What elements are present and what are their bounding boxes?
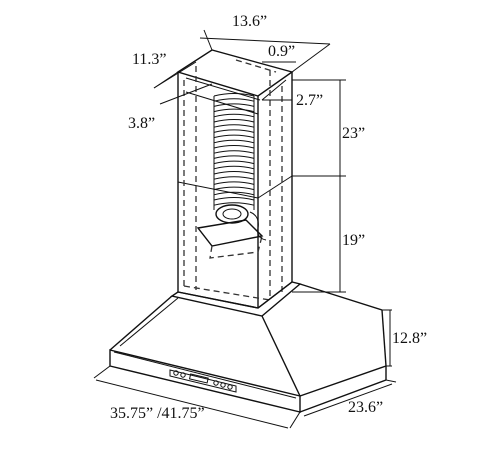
duct-coil-ring [213,98,255,102]
dimension-lines [93,29,397,429]
duct-coil-ring [213,186,255,191]
duct-coil-ring [213,113,255,118]
duct-coil-ring [213,160,255,165]
duct-coil-ring [213,129,255,133]
blower-unit [196,204,267,259]
duct-coil-ring [213,202,255,206]
label-hood-depth: 23.6” [348,399,383,416]
duct-coil-ring [213,165,255,170]
label-upper-chimney-height: 23” [342,125,365,142]
hood-canopy [109,281,387,413]
duct-coil-ring [213,145,255,149]
duct-coil-ring [213,139,255,144]
chimney [176,49,294,309]
dimension-labels: 13.6” 11.3” 0.9” 2.7” 3.8” 23” 19” 12.8”… [110,13,427,422]
duct-coil-ring [213,150,255,154]
label-chimney-width: 13.6” [232,13,267,30]
control-panel [169,369,237,393]
duct-coil-ring [213,171,255,175]
label-chimney-depth: 11.3” [132,51,167,68]
label-top-inset: 2.7” [296,92,323,109]
duct-coil-ring [213,181,255,185]
duct-coil-ring [213,124,255,128]
label-hood-width: 35.75” /41.75” [110,405,205,422]
label-wall-offset: 0.9” [268,43,295,60]
duct-coil-ring [213,134,255,139]
label-side-inset: 3.8” [128,115,155,132]
duct-coil-ring [213,176,255,180]
duct-coil-ring [213,108,255,113]
duct-coil-ring [213,197,255,201]
duct-coil-ring [213,155,255,159]
duct-coil-ring [213,93,255,97]
inner-duct [183,59,283,301]
duct-coil-ring [213,191,255,196]
label-lower-chimney-height: 19” [342,232,365,249]
duct-coil-ring [213,119,255,123]
flexible-duct [213,93,255,210]
duct-coil-ring [213,103,255,107]
label-hood-height: 12.8” [392,330,427,347]
